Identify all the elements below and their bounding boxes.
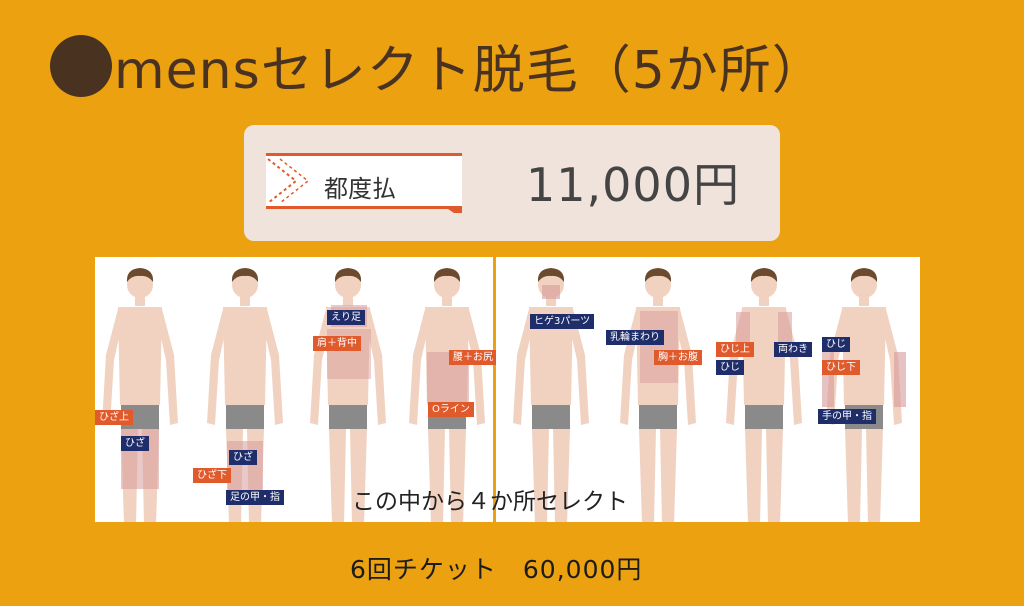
label-hiji: ひじ — [716, 360, 744, 375]
label-hiza-shita: ひざ下 — [193, 468, 231, 483]
ribbon-icon — [266, 153, 462, 213]
label-ashi-kou: 足の甲・指 — [226, 490, 284, 505]
price-amount: 11,000円 — [526, 158, 740, 212]
label-hiji-2: ひじ — [822, 337, 850, 352]
label-kata-senaka: 肩＋背中 — [313, 336, 361, 351]
title-text: mensセレクト脱毛（5か所） — [114, 41, 825, 101]
price-card: 都度払 11,000円 — [244, 125, 780, 241]
label-koshi-oshiri: 腰＋お尻 — [449, 350, 497, 365]
label-hiza-ue: ひざ上 — [95, 410, 133, 425]
select-note: この中から４か所セレクト — [352, 489, 628, 515]
label-mune-onaka: 胸＋お腹 — [654, 350, 702, 365]
label-o-line: Oライン — [428, 402, 474, 417]
label-nyurin: 乳輪まわり — [606, 330, 664, 345]
label-te-kou: 手の甲・指 — [818, 409, 876, 424]
label-hige: ヒゲ3パーツ — [530, 314, 595, 329]
label-ryowaki: 両わき — [774, 342, 812, 357]
body-panel-lower-back: ひざ上 ひざ ひざ下 ひざ 足の甲・指 えり足 肩＋背中 腰＋お尻 Oライン — [95, 257, 497, 522]
label-eri-ashi: えり足 — [327, 310, 365, 325]
title-bullet-icon — [50, 34, 112, 97]
label-hiza-2: ひざ — [229, 450, 257, 465]
body-panel-upper: ヒゲ3パーツ 乳輪まわり 胸＋お腹 ひじ上 ひじ 両わき ひじ ひじ下 手の甲・… — [496, 257, 920, 522]
ticket-price: 6回チケット 60,000円 — [350, 555, 643, 584]
payment-type-label: 都度払 — [324, 175, 396, 203]
label-hiji-shita: ひじ下 — [822, 360, 860, 375]
label-hiza: ひざ — [121, 436, 149, 451]
label-hiji-ue: ひじ上 — [716, 342, 754, 357]
male-figures-illustration-2 — [513, 268, 906, 522]
page-title: mensセレクト脱毛（5か所） — [50, 28, 825, 103]
